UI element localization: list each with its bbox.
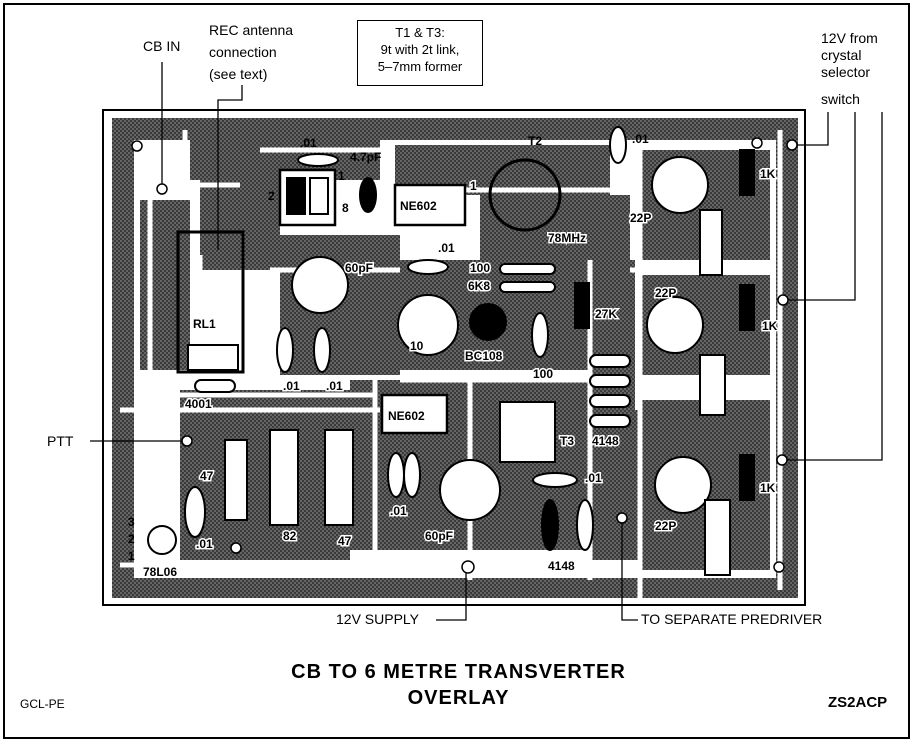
label-d4148-mid: 4148: [592, 434, 619, 448]
credit-left: GCL-PE: [20, 697, 65, 711]
label-pin1: 1: [128, 549, 135, 563]
label-c47pf: 4.7pF: [350, 150, 381, 164]
label-t3: T3: [560, 434, 574, 448]
label-reg: 78L06: [143, 565, 177, 579]
label-c01-lower2: .01: [585, 471, 602, 485]
label-to-predriver: TO SEPARATE PREDRIVER: [641, 611, 823, 627]
note-line-3: 5–7mm former: [377, 59, 463, 74]
label-c22p-mid: 22P: [655, 286, 676, 300]
label-c01-top: .01: [300, 136, 317, 150]
label-c10: 10: [410, 339, 424, 353]
label-ic1: NE602: [400, 199, 437, 213]
label-rec-antenna-1: REC antenna: [209, 22, 294, 38]
label-c01-reg: .01: [196, 537, 213, 551]
label-rec-antenna-2: connection: [209, 44, 277, 60]
label-c100: 100: [533, 367, 553, 381]
transformer-note: T1 & T3: 9t with 2t link, 5–7mm former: [357, 20, 483, 86]
label-12v-from-2: crystal: [821, 47, 862, 63]
diagram-title: CB TO 6 METRE TRANSVERTER: [291, 661, 626, 683]
label-r100: 100: [470, 261, 490, 275]
label-cap-leg: 8: [342, 201, 349, 215]
label-d4001: 4001: [185, 397, 212, 411]
label-cb-in: CB IN: [143, 38, 181, 54]
label-r1k-mid: 1K: [762, 319, 778, 333]
label-x-mhz: 78MHz: [548, 231, 586, 245]
label-c01-b: .01: [326, 379, 343, 393]
label-r82: 82: [283, 529, 297, 543]
label-12v-from-4: switch: [821, 91, 860, 107]
components: [147, 126, 755, 576]
label-r1k-low: 1K: [760, 481, 776, 495]
label-r6k8: 6K8: [468, 279, 490, 293]
label-12v-supply: 12V SUPPLY: [336, 611, 420, 627]
credit-right: ZS2ACP: [828, 694, 888, 711]
label-c01-lower: .01: [390, 504, 407, 518]
label-c47-left: 47: [200, 469, 214, 483]
label-r47: 47: [338, 534, 352, 548]
label-t1-num2: 1: [338, 169, 345, 183]
label-r27k: 27K: [595, 307, 617, 321]
label-pin2: 2: [128, 532, 135, 546]
label-ic-leg: 1: [470, 179, 477, 193]
label-d4148-low: 4148: [548, 559, 575, 573]
note-line-1: T1 & T3:: [395, 25, 445, 40]
label-c01-a: .01: [283, 379, 300, 393]
label-pin3: 3: [128, 515, 135, 529]
component-labels: .01 4.7pF 2 1 NE602 T2 1 8 .01 78MHz 1K …: [128, 132, 779, 581]
label-ic2: NE602: [388, 409, 425, 423]
label-12v-from-3: selector: [821, 64, 871, 80]
note-line-2: 9t with 2t link,: [380, 42, 460, 57]
label-c01-mid: .01: [438, 241, 455, 255]
label-c60pf: 60pF: [345, 261, 373, 275]
label-c60pf-low: 60pF: [425, 529, 453, 543]
leader-lines: [90, 62, 883, 621]
label-r1k-top: 1K: [760, 167, 776, 181]
diagram-subtitle: OVERLAY: [407, 687, 510, 709]
label-rec-antenna-3: (see text): [209, 66, 268, 82]
label-ptt: PTT: [47, 433, 74, 449]
label-12v-from-1: 12V from: [821, 30, 878, 46]
label-bc108: BC108: [465, 349, 503, 363]
label-c22p-top: 22P: [630, 211, 651, 225]
label-t1-num: 2: [268, 189, 275, 203]
label-t2: T2: [528, 134, 542, 148]
label-c22p-low: 22P: [655, 519, 676, 533]
label-c01-right: .01: [632, 132, 649, 146]
label-rl1: RL1: [193, 317, 216, 331]
